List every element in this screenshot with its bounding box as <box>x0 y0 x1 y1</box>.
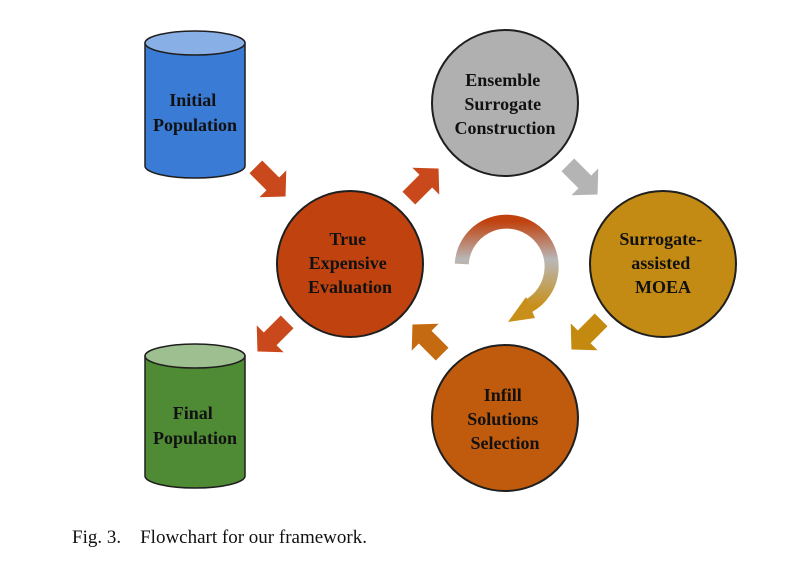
initial-population-label: Initial Population <box>153 90 237 135</box>
ensemble-surrogate-construction-label: Ensemble Surrogate Construction <box>454 70 555 138</box>
figure-caption: Fig. 3. Flowchart for our framework. <box>72 527 367 549</box>
surrogate-assisted-moea-node: Surrogate- assisted MOEA <box>589 190 737 338</box>
figure-label: Fig. 3. <box>72 527 122 548</box>
moea-line-1: Surrogate- <box>619 229 702 249</box>
final-population-cylinder: Final Population <box>144 343 246 489</box>
arrow-evaluation-to-final <box>256 315 294 353</box>
construction-line-1: Ensemble <box>465 70 540 90</box>
evaluation-line-3: Evaluation <box>308 277 392 297</box>
final-population-line-2: Population <box>153 428 237 448</box>
arrow-construction-to-moea <box>561 158 599 196</box>
true-expensive-evaluation-circle <box>276 190 424 338</box>
cycle-ring <box>454 214 559 313</box>
infill-solutions-selection-label: Infill Solutions Selection <box>467 385 543 453</box>
final-population-label: Final Population <box>153 403 237 448</box>
selection-line-3: Selection <box>471 433 540 453</box>
arrow-initial-to-evaluation <box>249 160 287 198</box>
arrow-evaluation-to-construction <box>402 167 440 205</box>
initial-population-top <box>144 30 246 56</box>
selection-line-1: Infill <box>484 385 522 405</box>
cycle-arrow-icon <box>454 214 559 322</box>
figure-caption-text: Flowchart for our framework. <box>140 527 367 548</box>
surrogate-assisted-moea-label: Surrogate- assisted MOEA <box>619 229 706 297</box>
ensemble-surrogate-construction-circle <box>431 29 579 177</box>
true-expensive-evaluation-label: True Expensive Evaluation <box>308 229 392 297</box>
final-population-body <box>144 355 246 489</box>
evaluation-line-2: Expensive <box>309 253 387 273</box>
initial-population-body <box>144 42 246 179</box>
initial-population-line-2: Population <box>153 115 237 135</box>
surrogate-assisted-moea-circle <box>589 190 737 338</box>
infill-solutions-selection-node: Infill Solutions Selection <box>431 344 579 492</box>
framework-flowchart: Initial Population Final Population True… <box>144 29 737 492</box>
construction-line-2: Surrogate <box>464 94 541 114</box>
arrow-selection-to-evaluation <box>411 323 449 361</box>
final-population-top <box>144 343 246 369</box>
moea-line-2: assisted <box>631 253 690 273</box>
moea-line-3: MOEA <box>635 277 691 297</box>
ensemble-surrogate-construction-node: Ensemble Surrogate Construction <box>431 29 579 177</box>
cycle-arrowhead <box>508 297 535 322</box>
true-expensive-evaluation-node: True Expensive Evaluation <box>276 190 424 338</box>
infill-solutions-selection-circle <box>431 344 579 492</box>
selection-line-2: Solutions <box>467 409 538 429</box>
construction-line-3: Construction <box>454 118 555 138</box>
evaluation-line-1: True <box>329 229 366 249</box>
initial-population-line-1: Initial <box>169 90 216 110</box>
final-population-line-1: Final <box>173 403 213 423</box>
arrow-moea-to-selection <box>570 313 608 351</box>
initial-population-cylinder: Initial Population <box>144 30 246 179</box>
